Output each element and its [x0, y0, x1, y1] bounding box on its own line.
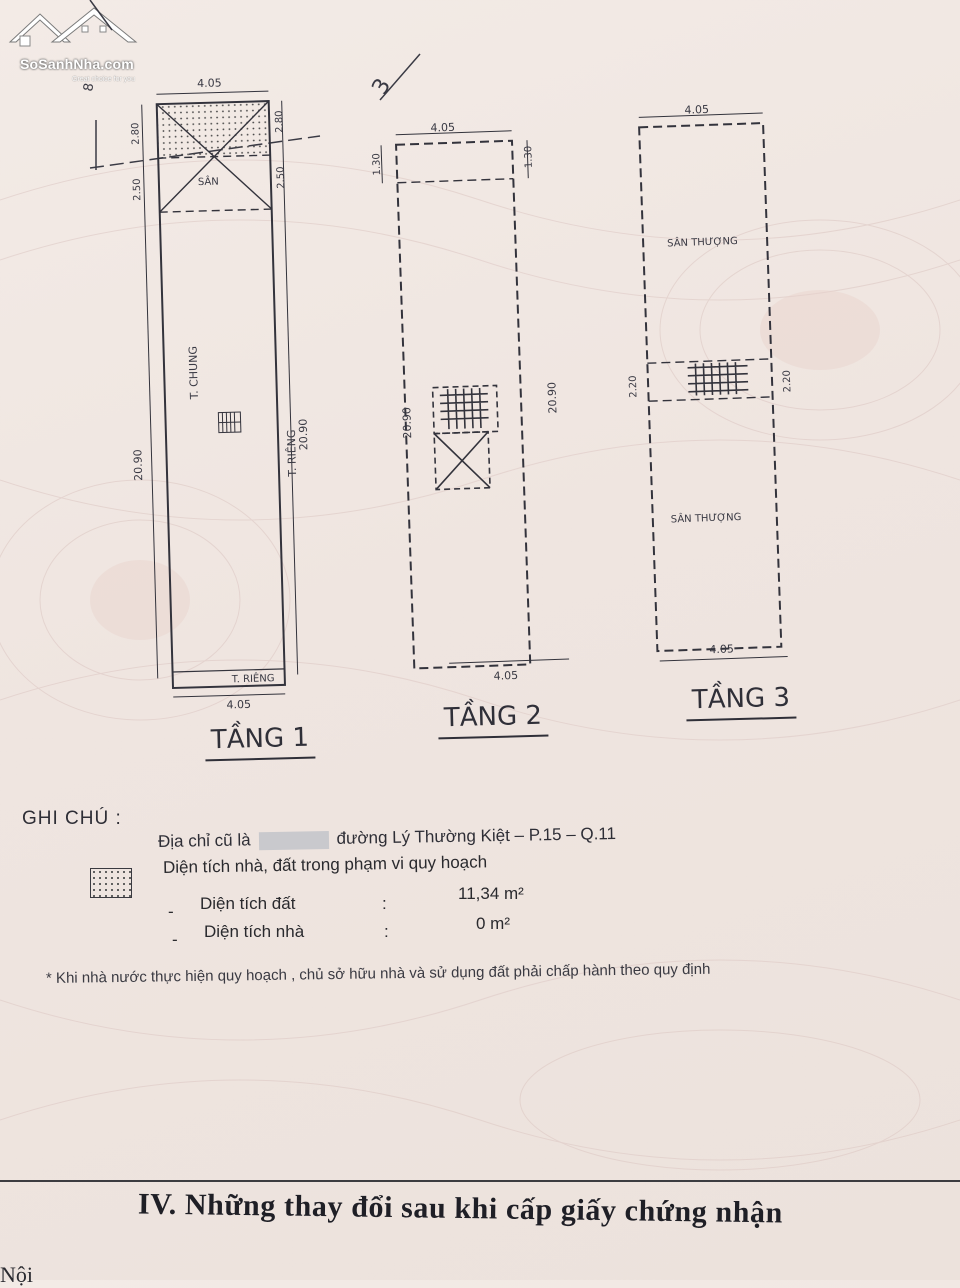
- floor-3-seg-left: 2.20: [628, 375, 640, 398]
- redacted-house-number: [258, 830, 329, 850]
- old-address: Địa chỉ cũ là đường Lý Thường Kiệt – P.15…: [158, 824, 616, 852]
- house-area-colon: :: [384, 922, 389, 941]
- floor-2-width-bottom: 4.05: [493, 669, 518, 683]
- floor-1-seg-mid-right: 2.50: [275, 166, 287, 189]
- land-area-label: Diện tích đất: [200, 894, 296, 913]
- planning-zone-legend-swatch: [90, 868, 132, 898]
- boundary-line: [89, 135, 321, 169]
- land-area-value: 11,34 m²: [458, 884, 524, 903]
- planning-zone-hatch: [156, 101, 271, 159]
- house-area-label: Diện tích nhà: [204, 922, 305, 941]
- floor-3-plan: 4.05 4.05 2.20 2.20 SÂN THƯỢNG SÂN THƯỢN…: [628, 103, 794, 662]
- land-area-dash: -: [168, 902, 174, 921]
- floor-1-seg-top-right: 2.80: [274, 110, 286, 133]
- floor-1-seg-top-left: 2.80: [130, 122, 142, 145]
- floor-3-width-top: 4.05: [684, 103, 709, 117]
- floor-1-yard-label: SÂN: [198, 175, 219, 189]
- floor-2-seg-top-right: 1.30: [523, 146, 535, 169]
- floor-1-plan: 4.05 4.05 20.90 20.90 2.80 2.80 2.50 2.5…: [130, 76, 311, 712]
- floor-2-depth-left: 20.90: [400, 407, 414, 439]
- floor-3-title: TẦNG 3: [685, 682, 797, 722]
- watermark-brand: SoSanhNha.com: [20, 56, 134, 72]
- floor-1-width-bottom: 4.05: [226, 698, 251, 712]
- section-iv-heading: IV. Những thay đổi sau khi cấp giấy chứn…: [137, 1187, 784, 1230]
- floor-2-title: TẦNG 2: [437, 700, 549, 740]
- notes-heading: GHI CHÚ :: [22, 808, 122, 829]
- floor-1-common-wall-label: T. CHUNG: [186, 346, 201, 401]
- house-area-dash: -: [172, 930, 178, 949]
- floor-3-terrace-top-label: SÂN THƯỢNG: [667, 234, 738, 249]
- truncated-content-label: Nội: [0, 1262, 33, 1287]
- floor-1-depth-left: 20.90: [131, 449, 145, 481]
- floor-2-plan: 4.05 4.05 20.90 20.90 1.30 1.30: [371, 121, 570, 683]
- house-logo-icon: [8, 7, 138, 47]
- watermark-logo: SoSanhNha.com Great choice for you: [6, 6, 156, 83]
- section-divider: [0, 1180, 960, 1182]
- floor-plans-drawing: 8 3 4.05 4.05 20.90 20.90 2.80 2.80 2.50…: [81, 0, 794, 712]
- legend-text: Diện tích nhà, đất trong phạm vi quy hoạ…: [162, 852, 488, 877]
- boundary-tick: [89, 0, 113, 31]
- floor-2-depth-right: 20.90: [545, 382, 559, 414]
- floor-1-private-wall-bottom-label: T. RIÊNG: [231, 671, 275, 685]
- boundary-mark-3: 3: [368, 74, 397, 99]
- land-area-colon: :: [382, 894, 387, 913]
- floor-1-private-wall-label: T. RIÊNG: [285, 429, 299, 477]
- house-area-value: 0 m²: [476, 914, 510, 933]
- boundary-mark-8: 8: [81, 82, 97, 93]
- floor-1-width-top: 4.05: [197, 76, 222, 90]
- floor-2-seg-top-left: 1.30: [371, 153, 383, 176]
- watermark-tagline: Great choice for you: [72, 76, 136, 83]
- floor-3-terrace-bottom-label: SÂN THƯỢNG: [671, 510, 742, 525]
- boundary-tick: [379, 53, 421, 101]
- floor-1-depth-right: 20.90: [297, 419, 311, 451]
- floor-1-seg-mid-left: 2.50: [132, 178, 144, 201]
- floor-1-title: TẦNG 1: [204, 722, 316, 762]
- planning-footnote: * Khi nhà nước thực hiện quy hoạch , chủ…: [45, 960, 711, 987]
- floor-3-width-bottom: 4.05: [709, 642, 734, 656]
- address-suffix: đường Lý Thường Kiệt – P.15 – Q.11: [336, 824, 617, 848]
- address-prefix: Địa chỉ cũ là: [157, 830, 251, 851]
- floor-2-width-top: 4.05: [430, 121, 455, 135]
- floor-3-seg-right: 2.20: [782, 370, 794, 393]
